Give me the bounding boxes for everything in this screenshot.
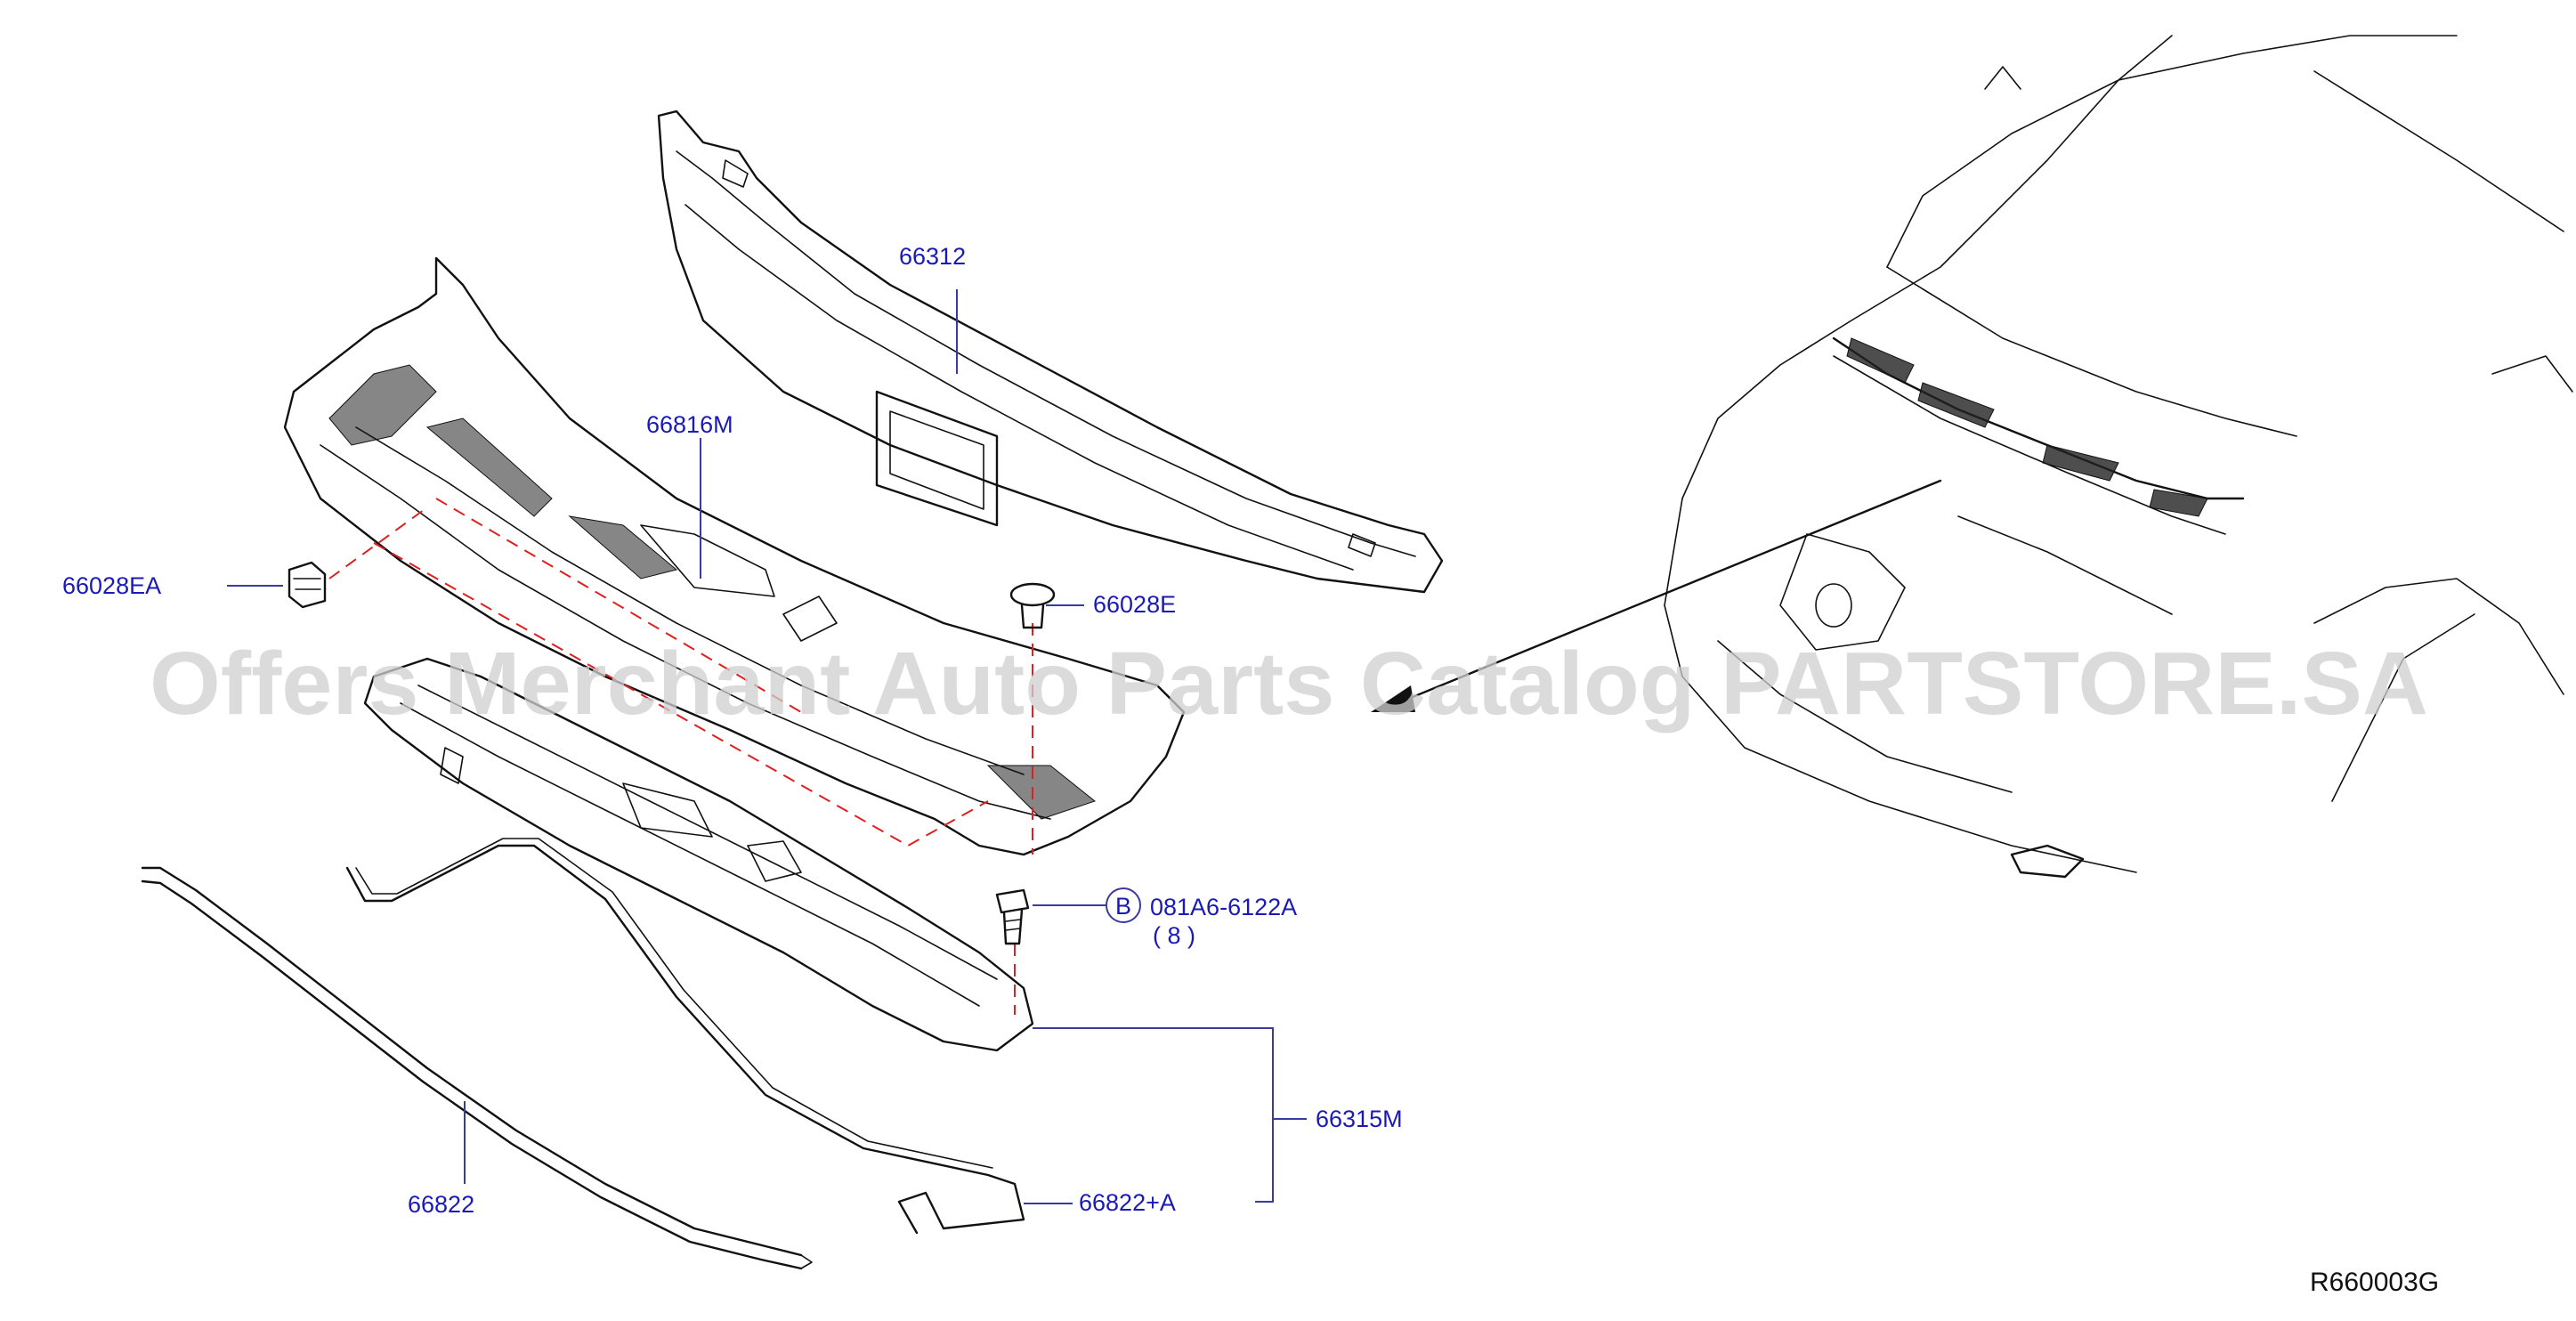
label-66822[interactable]: 66822: [408, 1191, 474, 1218]
label-66315M[interactable]: 66315M: [1316, 1106, 1403, 1132]
clip-66028E-drawing[interactable]: [1009, 582, 1056, 629]
diagram-code: R660003G: [2310, 1268, 2439, 1297]
clip-66028EA-drawing[interactable]: [288, 561, 327, 609]
cowl-top-panel-drawing[interactable]: [363, 657, 1034, 1052]
watermark-text: Offers Merchant Auto Parts Catalog PARTS…: [150, 634, 2428, 733]
bolt-quantity: ( 8 ): [1153, 922, 1195, 949]
label-66816M[interactable]: 66816M: [646, 411, 733, 438]
leader-lines: [227, 289, 1307, 1204]
label-66312[interactable]: 66312: [899, 243, 966, 270]
hose-66822-drawing[interactable]: [141, 866, 813, 1270]
bolt-081A6-drawing[interactable]: [995, 888, 1030, 945]
cowl-top-seal-drawing[interactable]: [657, 109, 1444, 594]
label-66028EA[interactable]: 66028EA: [62, 572, 161, 599]
vehicle-front-view: [1664, 35, 2573, 879]
part-labels: 66312 66816M 66028EA 66028E B 081A6-6122…: [62, 243, 2439, 1297]
label-081A6-6122A[interactable]: 081A6-6122A: [1150, 894, 1297, 920]
label-66028E[interactable]: 66028E: [1093, 591, 1176, 618]
cowl-top-cover-drawing[interactable]: [283, 256, 1186, 856]
location-arrow: [1371, 479, 1942, 712]
label-66822A[interactable]: 66822+A: [1079, 1189, 1176, 1216]
assembly-guide-lines: [328, 498, 1033, 1015]
circle-letter-B: B: [1115, 893, 1131, 920]
hose-66822A-drawing[interactable]: [345, 838, 1025, 1235]
